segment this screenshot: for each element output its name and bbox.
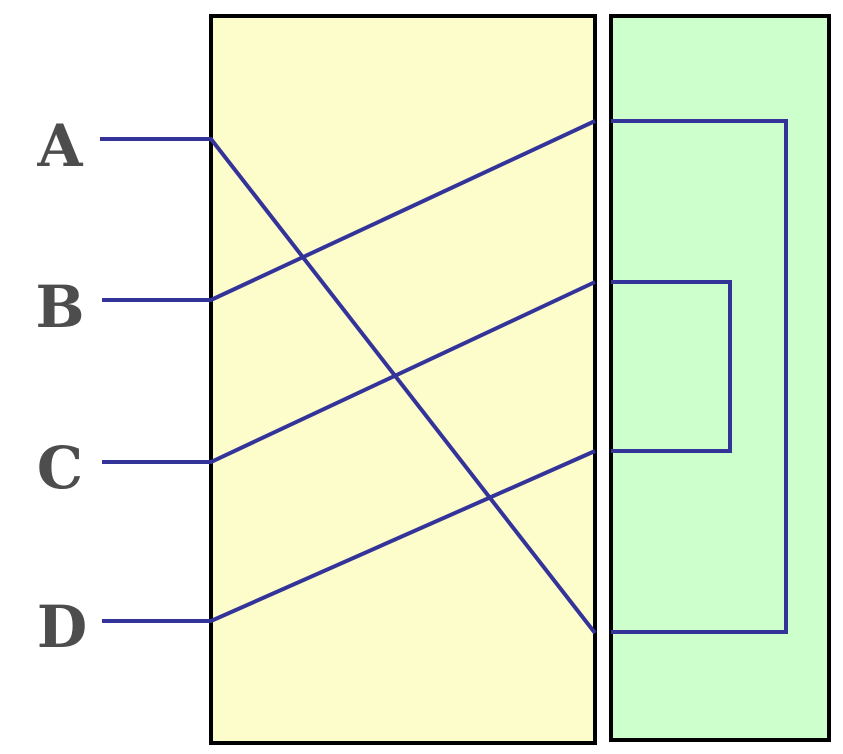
wire-a — [100, 137, 597, 635]
wire-c — [102, 280, 596, 464]
right-box-green — [609, 14, 831, 742]
outer-loop-connector — [611, 119, 788, 634]
label-c: C — [37, 434, 83, 502]
label-a: A — [36, 112, 83, 180]
label-b: B — [35, 273, 84, 341]
inner-loop-connector — [611, 280, 732, 453]
left-box-yellow — [209, 14, 597, 745]
label-d: D — [37, 593, 87, 661]
wire-d — [102, 449, 596, 623]
wire-b — [102, 119, 596, 302]
